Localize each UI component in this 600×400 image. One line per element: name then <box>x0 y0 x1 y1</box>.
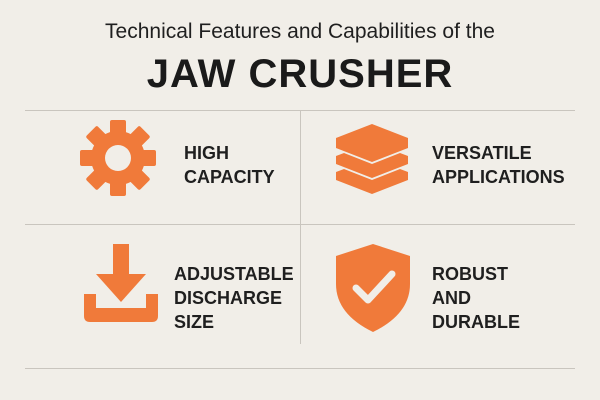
layers-icon <box>334 124 410 201</box>
feature-label: ROBUST AND DURABLE <box>432 264 520 332</box>
divider-vertical <box>300 110 301 344</box>
divider-bottom <box>25 368 575 369</box>
page-title: JAW CRUSHER <box>146 52 454 96</box>
feature-label: HIGH CAPACITY <box>184 143 275 187</box>
shield-check-icon <box>336 244 410 337</box>
feature-label: ADJUSTABLE DISCHARGE SIZE <box>174 264 294 332</box>
download-icon <box>84 244 158 329</box>
page-subtitle: Technical Features and Capabilities of t… <box>105 20 495 43</box>
gear-icon <box>78 118 158 203</box>
feature-label: VERSATILE APPLICATIONS <box>432 143 565 187</box>
